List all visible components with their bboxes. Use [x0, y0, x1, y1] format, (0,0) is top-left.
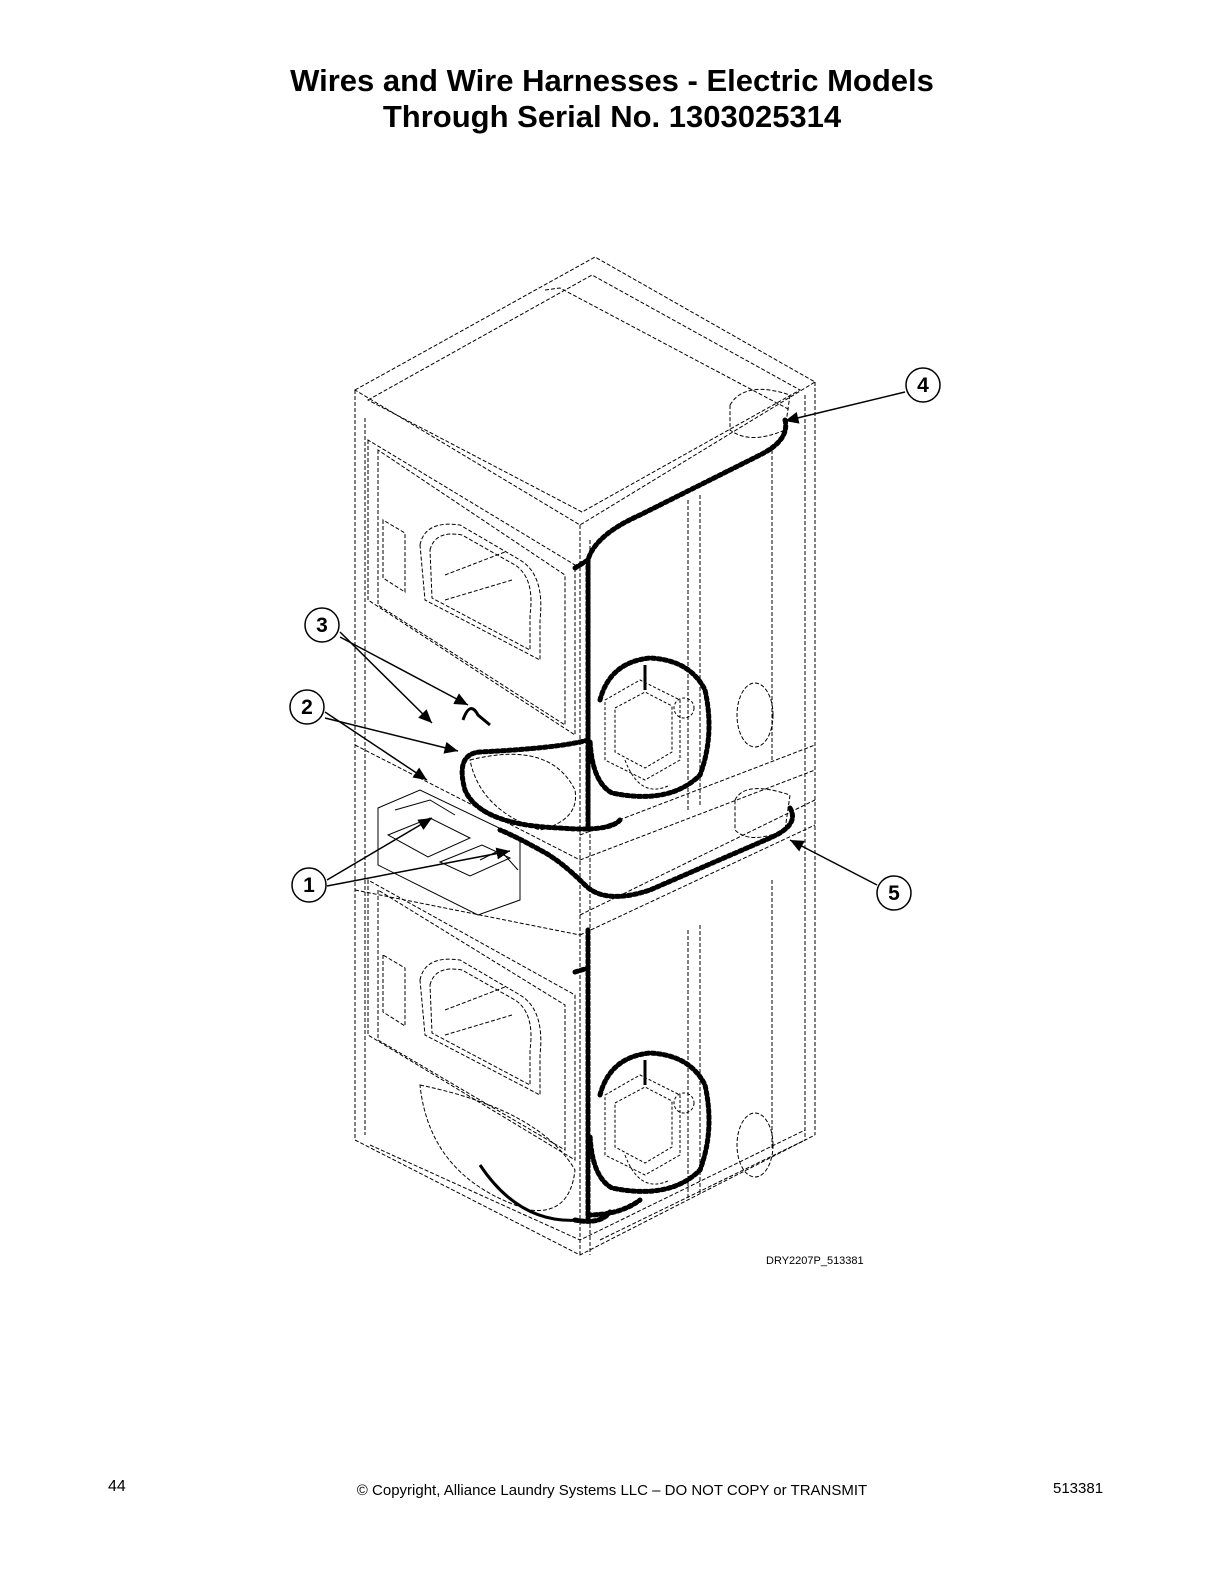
callout-2: 2: [289, 689, 325, 725]
control-boards: [377, 789, 521, 916]
callout-number: 2: [301, 696, 313, 719]
motor-assembly-lower: [604, 1074, 695, 1185]
callout-1: 1: [291, 867, 327, 903]
page-number: 44: [108, 1478, 126, 1495]
page-title-line-1: Wires and Wire Harnesses - Electric Mode…: [290, 63, 934, 98]
document-number: 513381: [1053, 1480, 1104, 1497]
callout-5: 5: [876, 875, 912, 911]
callout-number: 3: [316, 614, 328, 637]
callout-leaders: [324, 391, 906, 887]
motor-assembly-upper: [604, 679, 695, 790]
callout-number: 1: [303, 874, 315, 897]
cabinet-outline: [353, 256, 816, 1256]
callout-3: 3: [304, 607, 340, 643]
page-title-line-2: Through Serial No. 1303025314: [382, 99, 842, 134]
callout-4: 4: [905, 367, 941, 403]
solid-wires: [461, 665, 647, 1222]
callout-number: 4: [917, 374, 929, 397]
figure-code: DRY2207P_513381: [766, 1255, 864, 1267]
wire-harnesses: [459, 417, 795, 1224]
callout-number: 5: [888, 882, 900, 905]
copyright-notice: © Copyright, Alliance Laundry Systems LL…: [356, 1482, 868, 1499]
